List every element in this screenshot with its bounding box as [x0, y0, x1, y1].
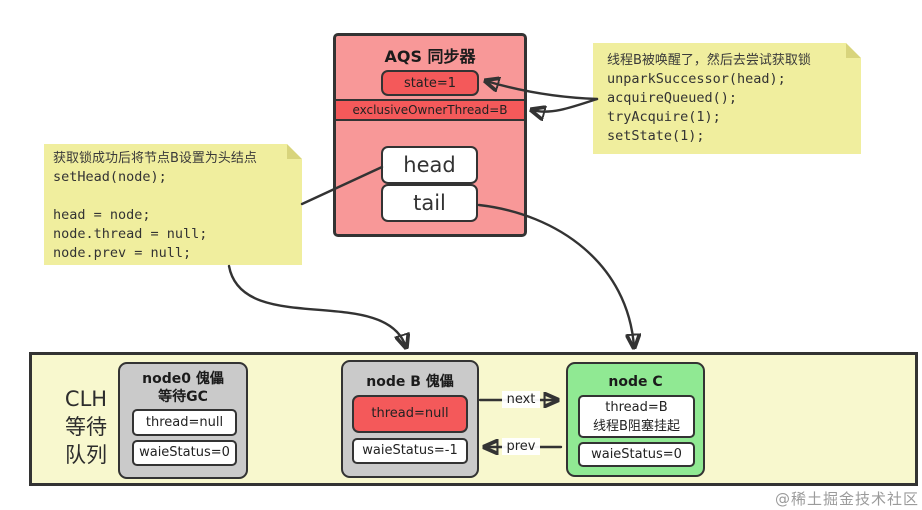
aqs-title: AQS 同步器 — [384, 47, 476, 66]
node0-title-line1: node0 傀儡 — [142, 371, 224, 387]
node-b-status-field: waieStatus=-1 — [352, 438, 468, 464]
prev-pointer-label: prev — [502, 438, 540, 455]
next-pointer-label: next — [502, 391, 540, 408]
aqs-box: AQS 同步器 state=1 exclusiveOwnerThread=B h… — [333, 33, 527, 237]
queue-node0: node0 傀儡 等待GC thread=null waieStatus=0 — [118, 362, 248, 479]
clh-label-line3: 队列 — [65, 443, 107, 467]
node-b-title: node B 傀儡 — [366, 374, 454, 390]
aqs-tail-box: tail — [381, 184, 478, 222]
note-fold-icon — [287, 144, 302, 159]
node-c-thread-line2: 线程B阻塞挂起 — [593, 419, 680, 434]
node-b-thread-field: thread=null — [352, 395, 468, 433]
note-left-code4: node.thread = null; — [53, 226, 208, 242]
note-set-head: 获取锁成功后将节点B设置为头结点 setHead(node); head = n… — [44, 144, 302, 265]
arrow-note-to-node-b — [227, 264, 406, 347]
watermark: @稀土掘金技术社区 — [774, 490, 919, 508]
clh-label-line2: 等待 — [65, 415, 107, 439]
aqs-owner-band: exclusiveOwnerThread=B — [336, 99, 524, 121]
note-left-code3: head = node; — [53, 207, 151, 223]
note-right-code4: setState(1); — [607, 128, 705, 144]
queue-node-c: node C thread=B 线程B阻塞挂起 waieStatus=0 — [566, 362, 705, 477]
queue-node-b: node B 傀儡 thread=null waieStatus=-1 — [341, 360, 479, 478]
aqs-head-box: head — [381, 146, 478, 184]
node-c-status-field: waieStatus=0 — [578, 442, 695, 467]
clh-label-line1: CLH — [64, 387, 108, 411]
clh-queue-label: CLH 等待 队列 — [56, 385, 116, 469]
note-left-code2 — [53, 187, 296, 206]
arrow-note-to-owner — [532, 97, 599, 112]
node0-title-line2: 等待GC — [158, 389, 208, 405]
node-c-title: node C — [608, 374, 663, 390]
note-fold-icon — [846, 43, 861, 58]
note-right-code2: acquireQueued(); — [607, 90, 738, 106]
node-c-thread-field: thread=B 线程B阻塞挂起 — [578, 395, 695, 438]
note-right-text: 线程B被唤醒了，然后去尝试获取锁 — [607, 53, 811, 68]
node0-thread-field: thread=null — [132, 409, 237, 436]
clh-queue-container: CLH 等待 队列 node0 傀儡 等待GC thread=null waie… — [29, 352, 918, 486]
note-thread-b-wakeup: 线程B被唤醒了，然后去尝试获取锁 unparkSuccessor(head); … — [593, 43, 861, 154]
note-left-code5: node.prev = null; — [53, 245, 192, 261]
node-c-thread-line1: thread=B — [605, 400, 668, 415]
note-right-code1: unparkSuccessor(head); — [607, 71, 786, 87]
note-left-code1: setHead(node); — [53, 169, 167, 185]
note-left-text: 获取锁成功后将节点B设置为头结点 — [53, 151, 257, 166]
node0-status-field: waieStatus=0 — [132, 440, 237, 466]
note-right-code3: tryAcquire(1); — [607, 109, 721, 125]
aqs-state-box: state=1 — [381, 70, 479, 96]
